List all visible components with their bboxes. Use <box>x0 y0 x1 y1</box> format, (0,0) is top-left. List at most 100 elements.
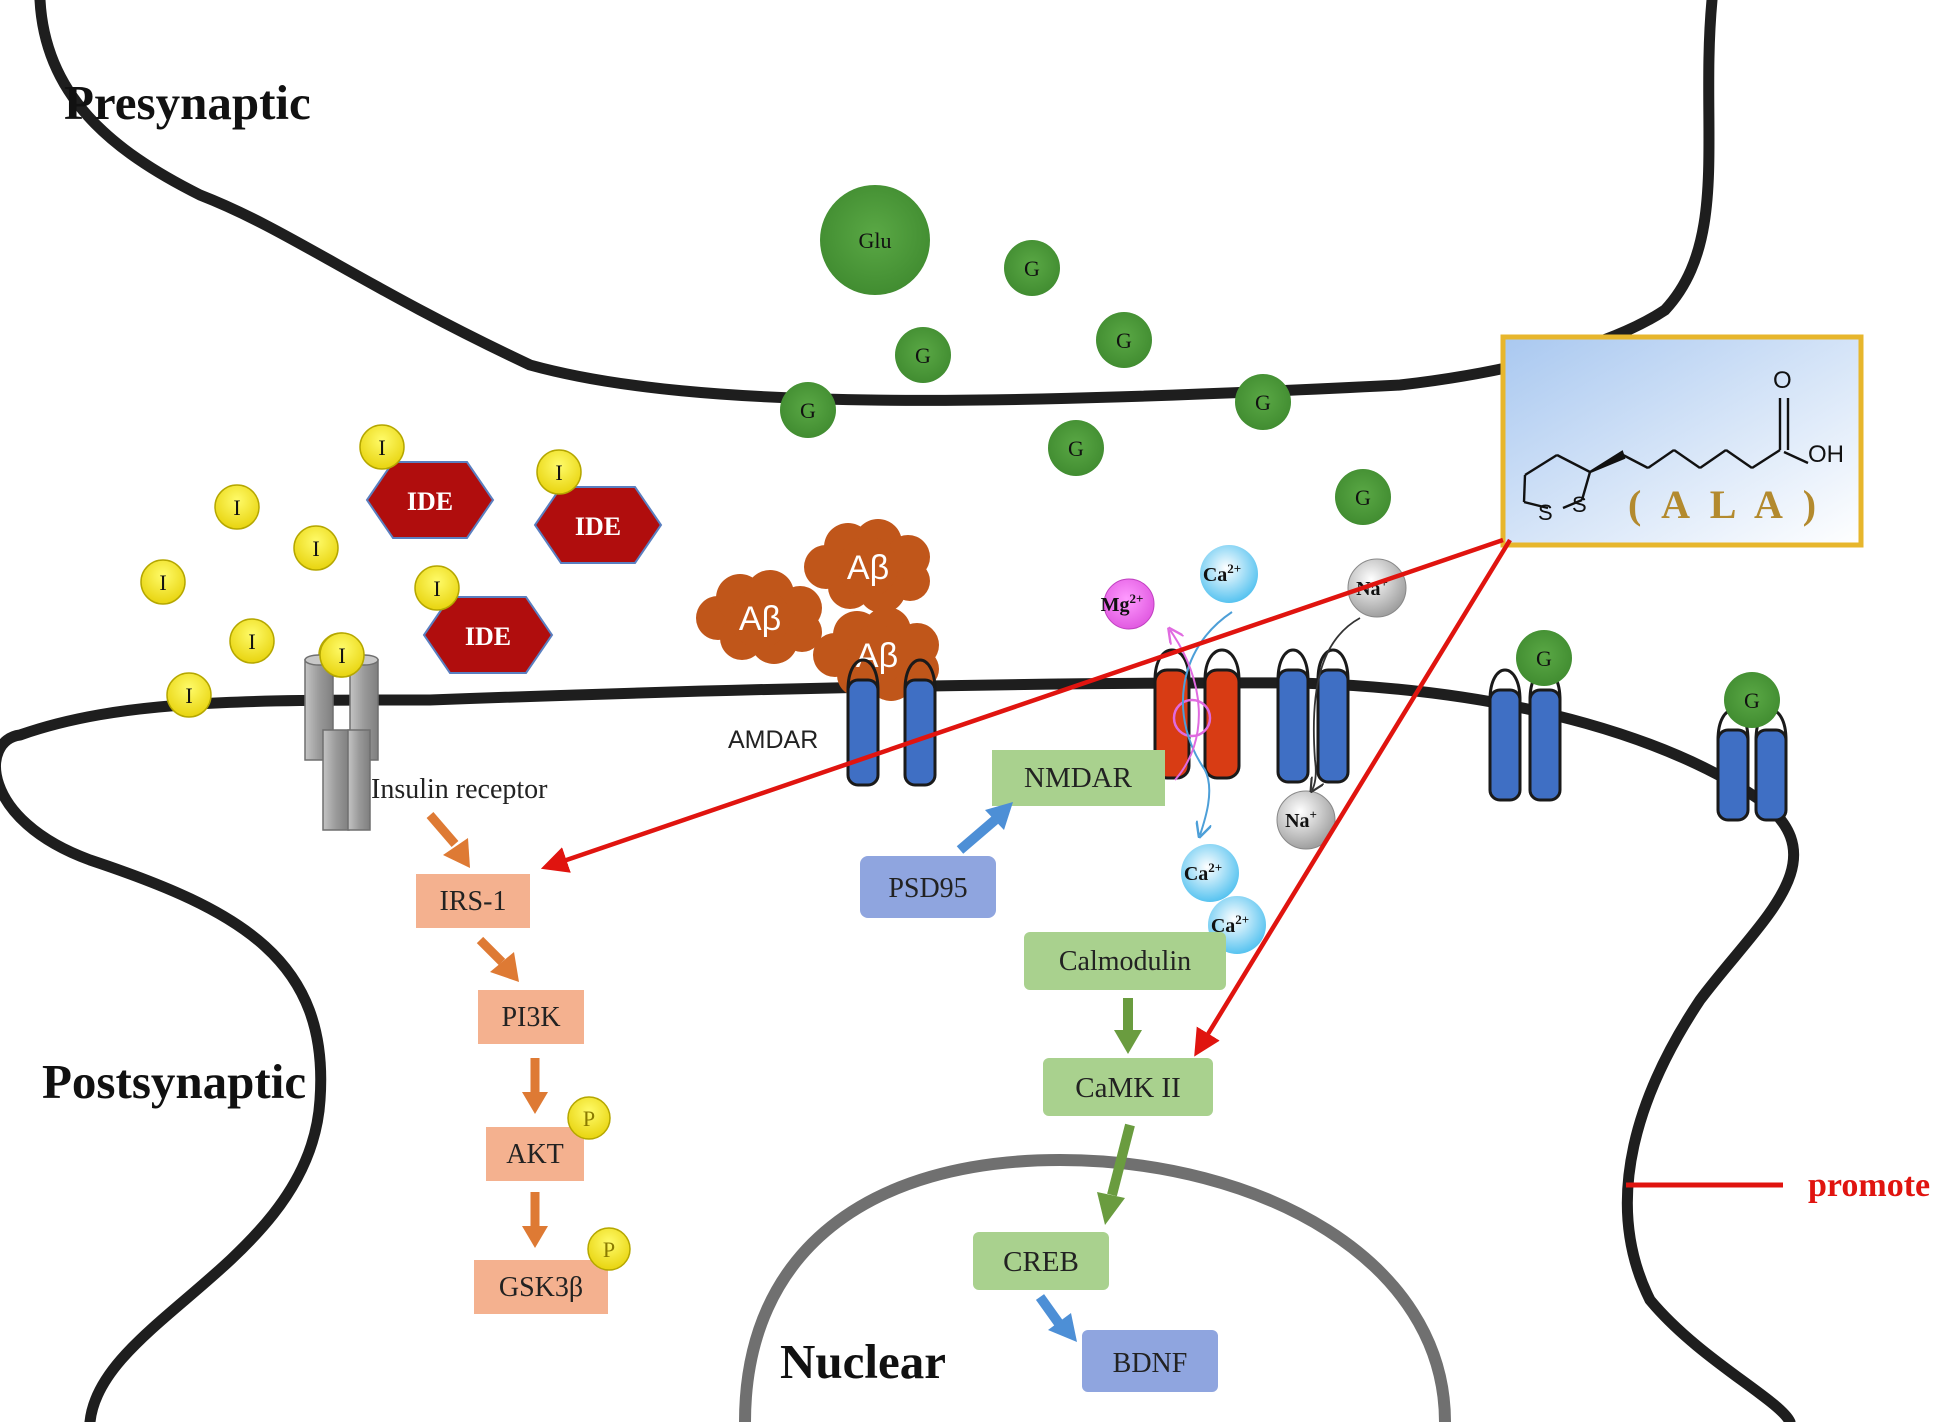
irs1-box: IRS-1 <box>416 874 530 928</box>
camk2-to-creb-arrow <box>1097 1123 1135 1225</box>
g-label: G <box>1116 328 1132 353</box>
amyloid-beta: Aβ <box>804 519 930 613</box>
postsynaptic-label: Postsynaptic <box>42 1054 306 1109</box>
calcium-ion: Ca2+ <box>1200 545 1258 603</box>
i-label: I <box>233 495 240 520</box>
glutamate-g: G <box>1004 240 1060 296</box>
sodium-channel <box>1276 648 1350 784</box>
g-label: G <box>1536 646 1552 671</box>
pi3k-label: PI3K <box>501 1002 560 1033</box>
glutamate-g: G <box>1048 420 1104 476</box>
i-label: I <box>555 460 562 485</box>
g-label: G <box>1355 485 1371 510</box>
abeta-label: Aβ <box>739 600 781 638</box>
ide-enzyme: IDE I <box>533 449 663 564</box>
i-label: I <box>378 435 385 460</box>
insulin-molecule: I <box>140 559 186 605</box>
psd95-label: PSD95 <box>888 873 967 904</box>
phosphate-akt: P <box>567 1096 611 1140</box>
ampa-receptor <box>846 658 937 787</box>
presynaptic-membrane <box>34 0 1718 406</box>
akt-label: AKT <box>506 1139 564 1170</box>
sodium-ion: Na+ <box>1276 790 1336 850</box>
pi3k-box: PI3K <box>478 990 584 1044</box>
glutamate-g: G <box>895 327 951 383</box>
orange-arrows <box>426 812 548 1248</box>
ala-oxygen: O <box>1773 367 1792 394</box>
phosphate-gsk3b: P <box>587 1227 631 1271</box>
glutamate-receptor <box>1488 668 1562 802</box>
glutamate-g: G <box>1335 469 1391 525</box>
ide-label: IDE <box>465 622 511 651</box>
abeta-label: Aβ <box>847 549 889 587</box>
glutamate-bound: G <box>1516 630 1572 686</box>
g-label: G <box>800 398 816 423</box>
insulin-receptor: I <box>304 632 379 831</box>
ala-structure <box>1522 398 1809 510</box>
gsk3b-box: GSK3β <box>474 1260 608 1314</box>
abeta-label: Aβ <box>856 637 898 675</box>
p-label: P <box>583 1106 595 1131</box>
i-label: I <box>185 683 192 708</box>
i-label: I <box>248 629 255 654</box>
nmdar-label: NMDAR <box>1024 762 1133 794</box>
amyloid-beta: Aβ <box>696 570 822 664</box>
insulin-receptor-label: Insulin receptor <box>371 774 548 805</box>
glutamate-g: G <box>780 382 836 438</box>
calmodulin-to-camk2-arrow <box>1114 998 1142 1054</box>
ide-enzyme: IDE I <box>359 424 495 539</box>
svg-text:Mg2+: Mg2+ <box>1101 591 1144 616</box>
insulin-molecule: I <box>229 618 275 664</box>
g-label: G <box>915 343 931 368</box>
psd95-box: PSD95 <box>860 856 996 918</box>
glutamate-g: G <box>1235 374 1291 430</box>
psd95-to-nmdar-arrow <box>956 802 1013 854</box>
glutamate-g: G <box>1096 312 1152 368</box>
insulin-molecule: I <box>166 672 212 718</box>
calcium-ion: Ca2+ <box>1181 844 1239 902</box>
sodium-influx-arrow <box>1312 617 1361 790</box>
presynaptic-label: Presynaptic <box>64 75 311 130</box>
i-label: I <box>433 576 440 601</box>
amdar-label: AMDAR <box>728 726 818 754</box>
bdnf-label: BDNF <box>1113 1348 1188 1379</box>
bdnf-box: BDNF <box>1082 1330 1218 1392</box>
nuclear-membrane <box>739 1153 1451 1422</box>
creb-to-bdnf-arrow <box>1035 1294 1077 1342</box>
calmodulin-label: Calmodulin <box>1059 946 1191 977</box>
g-label: G <box>1744 688 1760 713</box>
svg-text:Na+: Na+ <box>1285 807 1317 832</box>
insulin-molecule: I <box>293 525 339 571</box>
camk2-box: CaMK II <box>1043 1058 1213 1116</box>
legend: promote <box>1626 1167 1930 1204</box>
promote-arrows <box>540 537 1512 1057</box>
insulin-molecule: I <box>214 484 260 530</box>
ide-label: IDE <box>575 512 621 541</box>
calmodulin-box: Calmodulin <box>1024 932 1226 990</box>
creb-box: CREB <box>973 1232 1109 1290</box>
p-label: P <box>603 1237 615 1262</box>
i-label: I <box>312 536 319 561</box>
nmdar-box: NMDAR <box>992 750 1165 806</box>
ide-enzyme: IDE I <box>414 565 554 674</box>
legend-promote-label: promote <box>1808 1167 1930 1204</box>
magnesium-ion: Mg2+ <box>1101 578 1155 630</box>
ide-label: IDE <box>407 487 453 516</box>
ala-sulfur: S <box>1572 492 1587 517</box>
glutamate-label: Glu <box>859 228 892 253</box>
ala-sulfur: S <box>1538 500 1553 525</box>
g-label: G <box>1024 256 1040 281</box>
nuclear-label: Nuclear <box>780 1334 946 1389</box>
camk2-label: CaMK II <box>1075 1072 1181 1104</box>
ala-hydroxyl: OH <box>1808 441 1844 468</box>
glutamate-large: Glu <box>820 185 930 295</box>
glutamate-bound: G <box>1724 672 1780 728</box>
ala-name: ( A L A ) <box>1628 482 1822 527</box>
svg-text:Ca2+: Ca2+ <box>1203 561 1241 586</box>
ala-panel: O OH S S ( A L A ) <box>1500 334 1864 548</box>
g-label: G <box>1255 390 1271 415</box>
akt-box: AKT <box>486 1127 584 1181</box>
i-label: I <box>338 643 345 668</box>
